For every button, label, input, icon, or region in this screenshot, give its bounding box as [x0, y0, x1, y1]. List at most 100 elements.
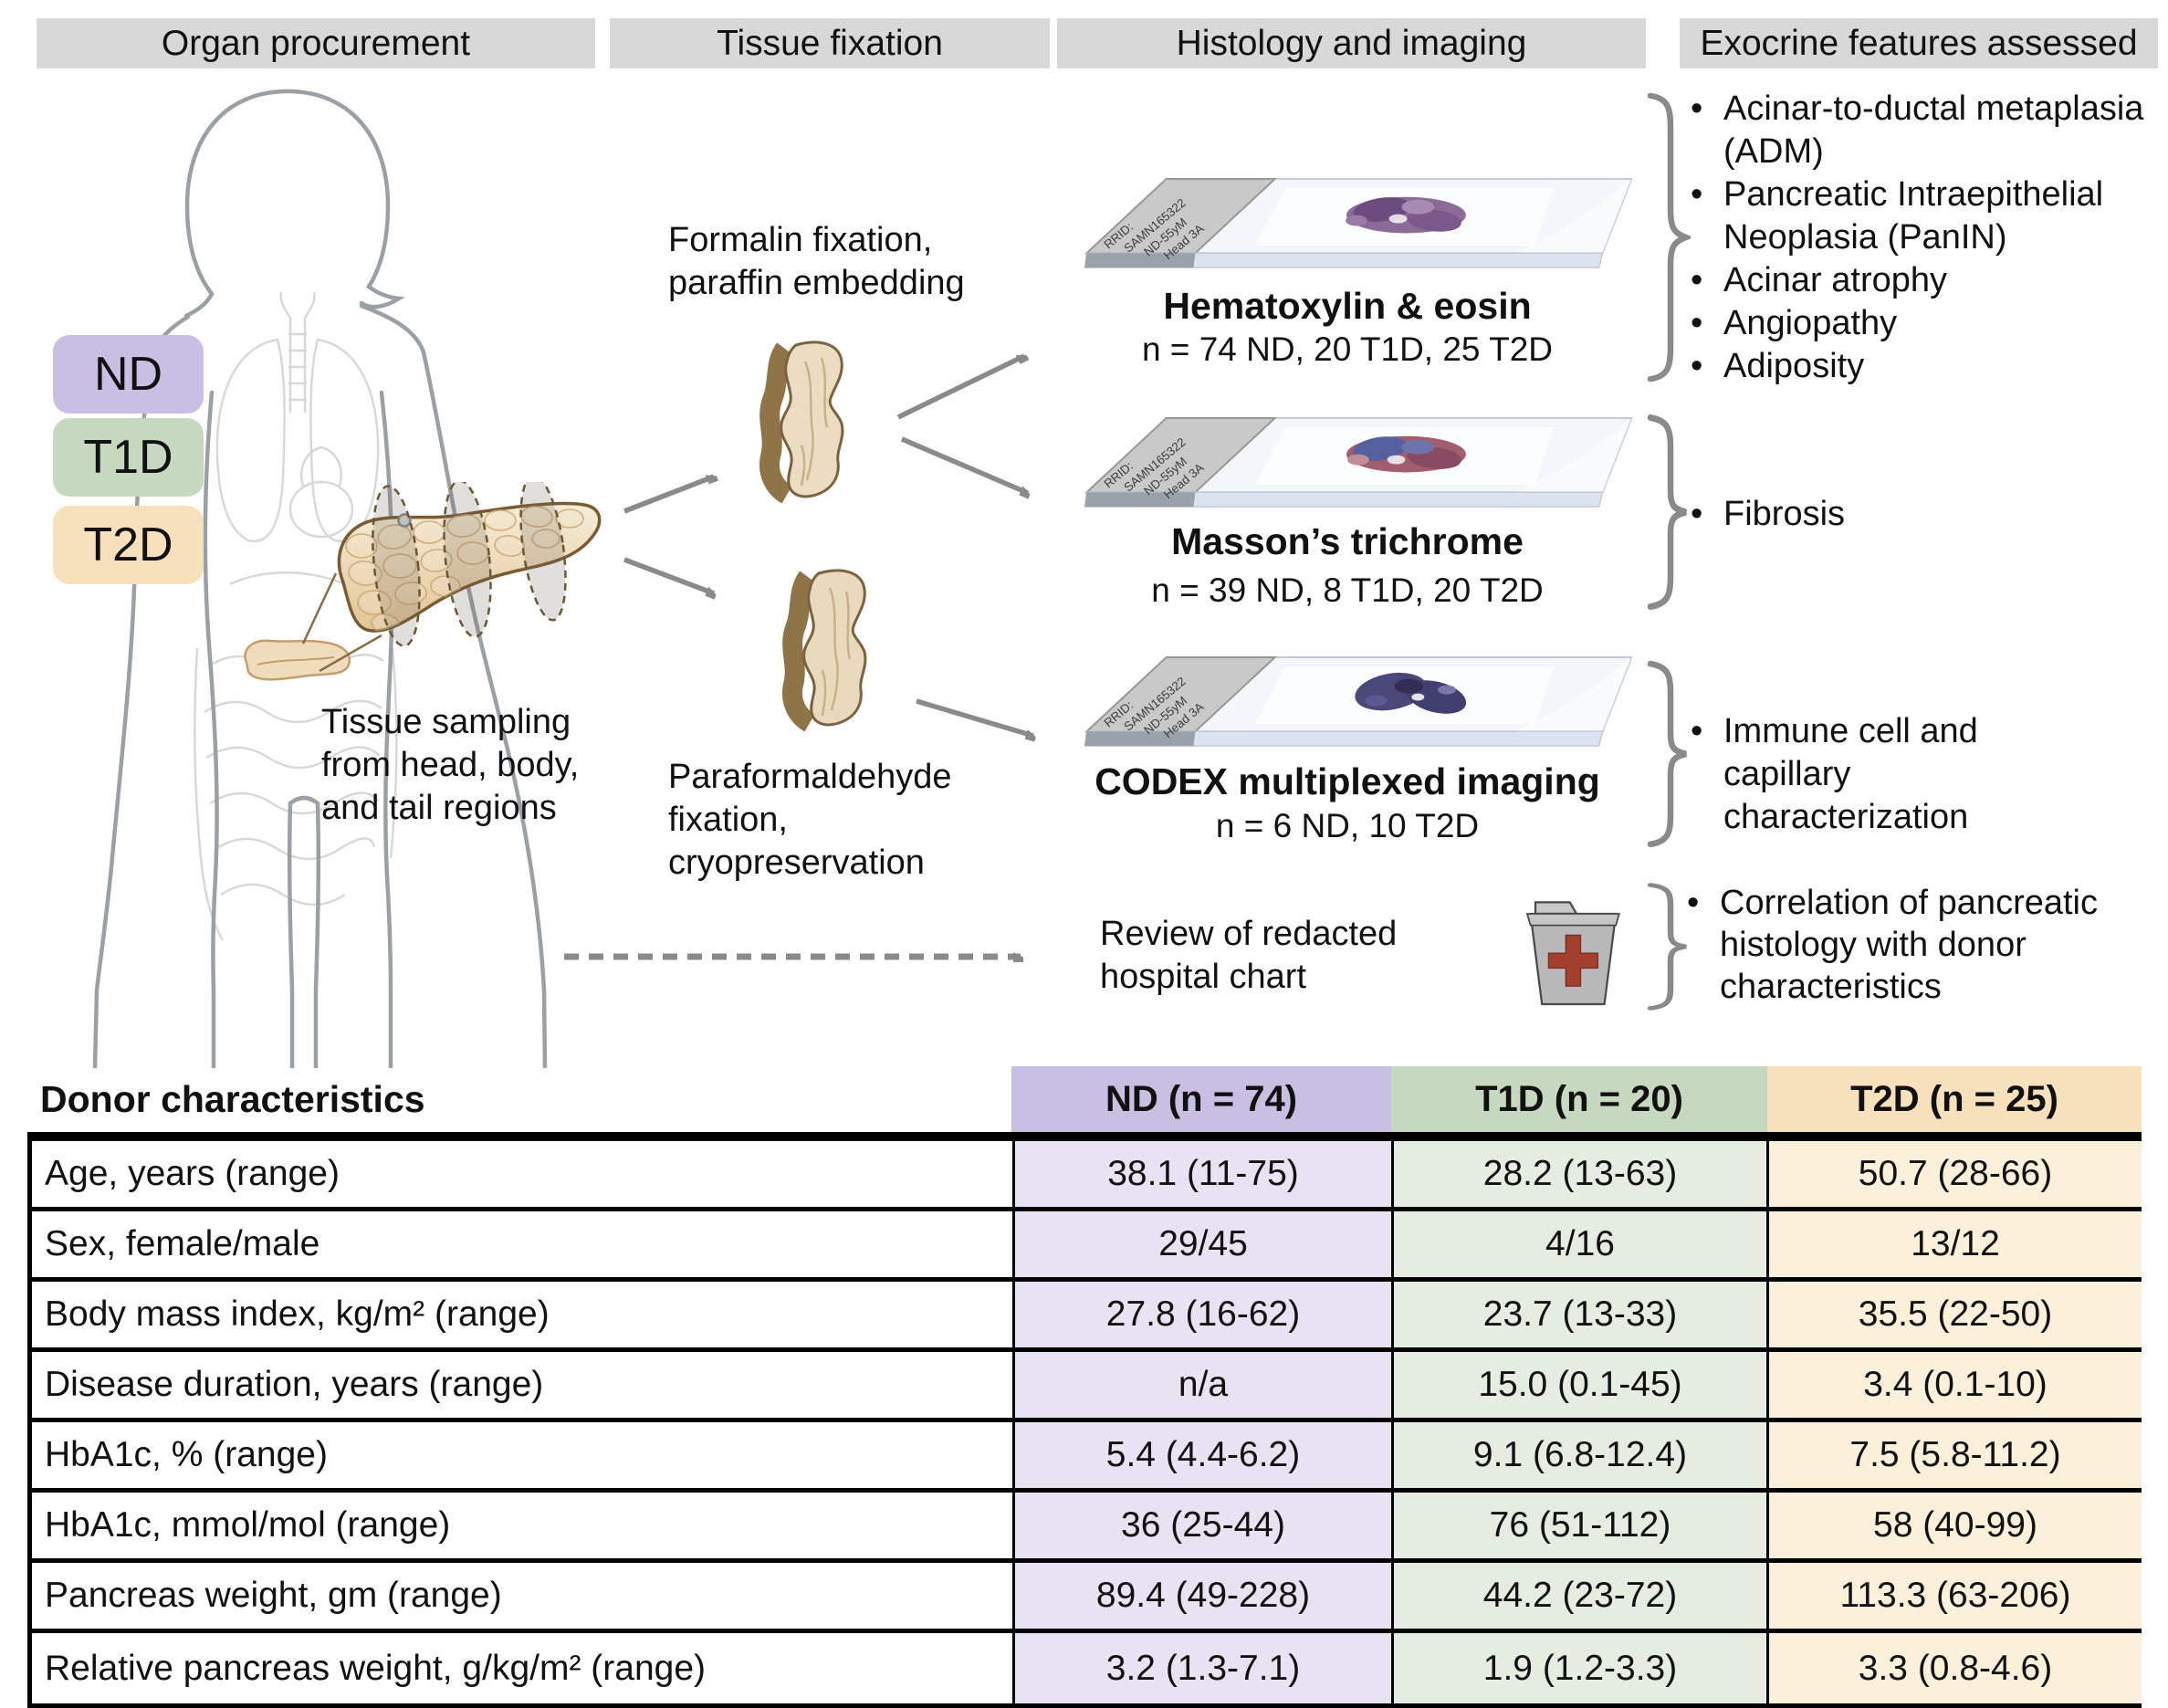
bullet-icon: • [1691, 89, 1703, 128]
cell-t1d: 4/16 [1391, 1211, 1766, 1277]
feature-adm: Acinar-to-ductal metaplasia (ADM) [1723, 89, 2144, 171]
codex-tissue-section [1355, 672, 1467, 714]
column-header-t2d: T2D (n = 25) [1767, 1066, 2142, 1132]
header-tissue-fixation: Tissue fixation [610, 18, 1050, 68]
table-title: Donor characteristics [40, 1077, 425, 1120]
cell-t2d: 7.5 (5.8-11.2) [1766, 1422, 2142, 1488]
bullet-icon: • [1691, 495, 1703, 533]
cell-t2d: 35.5 (22-50) [1766, 1282, 2142, 1347]
brace-fibrosis [1647, 414, 1687, 611]
feature-acinar-atrophy: Acinar atrophy [1723, 261, 1948, 299]
table-row: Disease duration, years (range) n/a 15.0… [32, 1352, 2142, 1422]
table-header-divider [27, 1132, 2142, 1141]
brace-correlation [1647, 883, 1687, 1011]
header-histology-imaging: Histology and imaging [1057, 18, 1646, 68]
cell-t2d: 3.3 (0.8-4.6) [1766, 1633, 2142, 1703]
column-header-nd: ND (n = 74) [1011, 1066, 1391, 1132]
list-item: • Angiopathy [1691, 302, 2165, 345]
cell-nd: 38.1 (11-75) [1012, 1141, 1391, 1207]
he-tissue-section [1346, 196, 1466, 234]
cell-t1d: 44.2 (23-72) [1391, 1563, 1766, 1629]
exocrine-feature-list: • Acinar-to-ductal metaplasia (ADM) • Panc… [1691, 88, 2165, 388]
cell-nd: 27.8 (16-62) [1012, 1282, 1391, 1347]
badge-t1d: T1D [53, 418, 204, 497]
cell-nd: 3.2 (1.3-7.1) [1012, 1633, 1391, 1703]
row-label: Age, years (range) [32, 1141, 1012, 1207]
row-label: Relative pancreas weight, g/kg/m² (range… [32, 1633, 1012, 1703]
list-item: • Correlation of pancreatic histology wit… [1687, 882, 2168, 1008]
table-header-row: Donor characteristics ND (n = 74) T1D (n… [27, 1066, 2142, 1132]
masson-tissue-section [1346, 435, 1466, 473]
feature-panin: Pancreatic Intraepithelial Neoplasia (Pa… [1723, 175, 2104, 257]
column-header-t1d: T1D (n = 20) [1391, 1066, 1767, 1132]
codex-n: n = 6 ND, 10 T2D [1215, 807, 1480, 844]
feature-correlation: Correlation of pancreatic histology with… [1720, 884, 2098, 1006]
sampling-zones [372, 482, 567, 647]
immune-feature-list: • Immune cell and capillary characterizat… [1691, 710, 2010, 839]
medical-cross-icon [1547, 934, 1599, 987]
cell-t2d: 3.4 (0.1-10) [1766, 1352, 2142, 1418]
row-label: Disease duration, years (range) [32, 1352, 1012, 1418]
list-item: • Immune cell and capillary characterizat… [1691, 710, 2010, 839]
cell-t2d: 58 (40-99) [1766, 1493, 2142, 1558]
row-label: Sex, female/male [32, 1211, 1012, 1277]
medical-chart-folder-icon [1525, 901, 1620, 1006]
he-title: Hematoxylin & eosin [1163, 285, 1532, 327]
list-item: • Acinar-to-ductal metaplasia (ADM) [1691, 88, 2165, 173]
he-slide: RRID: SAMN165322 ND-55yM Head 3A [1084, 177, 1633, 268]
bullet-icon: • [1691, 261, 1703, 299]
badge-t2d: T2D [53, 506, 204, 584]
feature-adiposity: Adiposity [1723, 347, 1865, 385]
cell-t1d: 15.0 (0.1-45) [1391, 1352, 1766, 1418]
table-row: Body mass index, kg/m² (range) 27.8 (16-… [32, 1282, 2142, 1352]
bullet-icon: • [1691, 304, 1703, 342]
list-item: • Pancreatic Intraepithelial Neoplasia (P… [1691, 173, 2165, 259]
pancreas-enlarged [337, 482, 602, 647]
bullet-icon: • [1687, 884, 1700, 922]
masson-slide: RRID: SAMN165322 ND-55yM Head 3A [1084, 416, 1633, 508]
masson-title: Masson’s trichrome [1171, 520, 1524, 562]
cell-t2d: 50.7 (28-66) [1766, 1141, 2142, 1207]
pancreatic-duct [397, 513, 412, 528]
row-label: Body mass index, kg/m² (range) [32, 1282, 1012, 1347]
header-exocrine-features: Exocrine features assessed [1680, 18, 2158, 68]
correlation-feature-list: • Correlation of pancreatic histology wit… [1687, 882, 2168, 1008]
tissue-sampling-note: Tissue sampling from head, body, and tai… [321, 703, 580, 827]
table-row: Pancreas weight, gm (range) 89.4 (49-228… [32, 1563, 2142, 1633]
cell-t1d: 9.1 (6.8-12.4) [1391, 1422, 1766, 1488]
table-row: Age, years (range) 38.1 (11-75) 28.2 (13… [32, 1141, 2142, 1211]
feature-immune: Immune cell and capillary characterizati… [1723, 712, 1978, 836]
badge-nd: ND [53, 335, 204, 414]
bullet-icon: • [1691, 175, 1703, 214]
table-row: Sex, female/male 29/45 4/16 13/12 [32, 1211, 2142, 1282]
tissue-block-frozen [782, 569, 867, 732]
table-body: Age, years (range) 38.1 (11-75) 28.2 (13… [27, 1141, 2142, 1708]
faint-organs [194, 291, 398, 941]
table-row: HbA1c, % (range) 5.4 (4.4-6.2) 9.1 (6.8-… [32, 1422, 2142, 1493]
cell-t1d: 76 (51-112) [1391, 1493, 1766, 1558]
cell-nd: 89.4 (49-228) [1012, 1563, 1391, 1629]
formalin-note: Formalin fixation, paraffin embedding [668, 221, 965, 302]
bullet-icon: • [1691, 712, 1703, 750]
chart-review-note: Review of redacted hospital chart [1100, 915, 1398, 996]
cell-nd: 36 (25-44) [1012, 1493, 1391, 1558]
he-n: n = 74 ND, 20 T1D, 25 T2D [1141, 330, 1554, 368]
row-label: Pancreas weight, gm (range) [32, 1563, 1012, 1629]
cell-t1d: 23.7 (13-33) [1391, 1282, 1766, 1347]
feature-angiopathy: Angiopathy [1723, 304, 1898, 342]
pancreas-body [337, 501, 602, 633]
table-row: HbA1c, mmol/mol (range) 36 (25-44) 76 (5… [32, 1493, 2142, 1563]
cell-nd: 5.4 (4.4-6.2) [1012, 1422, 1391, 1488]
header-organ-procurement: Organ procurement [37, 18, 595, 68]
cell-nd: 29/45 [1012, 1211, 1391, 1277]
cell-t2d: 13/12 [1766, 1211, 2142, 1277]
bullet-icon: • [1691, 347, 1703, 385]
fibrosis-feature-list: • Fibrosis [1691, 493, 2129, 536]
brace-exocrine [1647, 92, 1691, 382]
donor-characteristics-table: Donor characteristics ND (n = 74) T1D (n… [27, 1066, 2142, 1708]
list-item: • Adiposity [1691, 345, 2165, 388]
feature-fibrosis: Fibrosis [1723, 495, 1846, 533]
cell-t2d: 113.3 (63-206) [1766, 1563, 2142, 1629]
cell-t1d: 28.2 (13-63) [1391, 1141, 1766, 1207]
